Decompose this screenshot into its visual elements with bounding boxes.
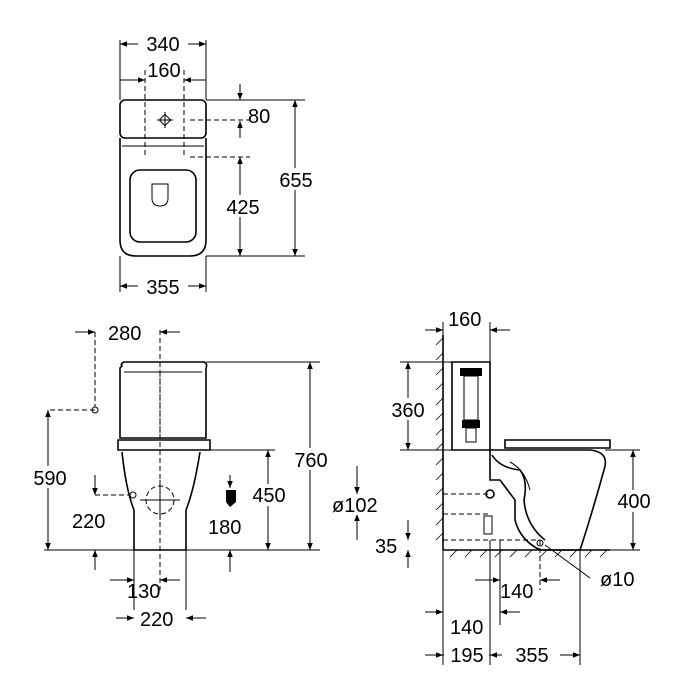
dim-220-horizontal-label: 220 — [140, 609, 173, 631]
floor-hatch — [443, 549, 610, 558]
front-tank-outline — [119, 361, 208, 439]
dim-140-lower-label: 140 — [450, 617, 483, 639]
side-bowl-outline — [489, 449, 607, 551]
bowl-opening — [151, 183, 169, 207]
dim-760-label: 760 — [294, 450, 327, 472]
tank-outline — [119, 99, 207, 139]
dim-140-upper-label: 140 — [500, 581, 533, 603]
flush-button-mark — [157, 112, 173, 128]
bowl-outline — [119, 138, 207, 257]
seat-outline — [129, 169, 197, 243]
dim-220-vertical-label: 220 — [72, 511, 105, 533]
dim-160-side-label: 160 — [448, 309, 481, 331]
dim-340-label: 340 — [146, 34, 179, 56]
dim-425-label: 425 — [226, 197, 259, 219]
dim-400-label: 400 — [617, 491, 650, 513]
trap-curve — [491, 454, 546, 541]
front-pedestal-outline — [121, 451, 201, 551]
dim-655-label: 655 — [279, 170, 312, 192]
wall-hatch — [435, 335, 444, 550]
top-view: 340 160 80 425 655 355 — [119, 32, 320, 299]
dim-o10-label: ø10 — [600, 569, 634, 591]
dim-450-label: 450 — [252, 485, 285, 507]
dim-195-label: 195 — [450, 645, 483, 667]
flush-mechanism — [460, 368, 482, 443]
dim-130-label: 130 — [127, 581, 160, 603]
dim-355-top-label: 355 — [146, 277, 179, 299]
dim-180-label: 180 — [208, 517, 241, 539]
dim-280-label: 280 — [108, 323, 141, 345]
side-seat — [504, 439, 611, 449]
dim-590-label: 590 — [33, 468, 66, 490]
dim-355-side-label: 355 — [515, 645, 548, 667]
dim-35-label: 35 — [375, 536, 397, 558]
side-view: 160 360 400 ø102 35 140 ø10 140 195 — [330, 309, 658, 667]
dim-360-label: 360 — [391, 400, 424, 422]
dim-o102-label: ø102 — [332, 495, 378, 517]
front-view: 280 760 590 450 220 180 130 220 — [26, 323, 335, 631]
dim-80-label: 80 — [248, 106, 270, 128]
connector-mark — [226, 490, 236, 507]
dim-160-top-label: 160 — [147, 60, 180, 82]
